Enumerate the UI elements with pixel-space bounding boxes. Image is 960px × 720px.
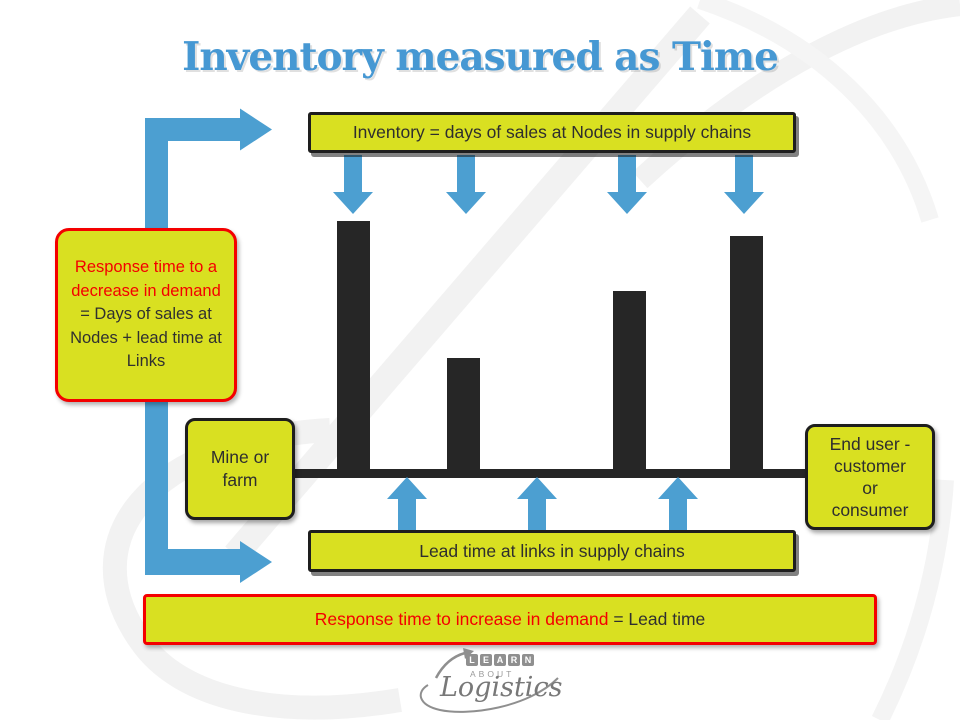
response-decrease-text: Response time to a decrease in demand = … — [66, 256, 226, 373]
response-increase-rest: = Lead time — [608, 609, 706, 629]
inventory-definition-box: Inventory = days of sales at Nodes in su… — [308, 112, 796, 153]
logo-letter-tile: E — [480, 654, 492, 666]
logo-letter-tile: L — [466, 654, 478, 666]
watermark-arc-bottom-right — [871, 479, 954, 720]
inventory-definition-label: Inventory = days of sales at Nodes in su… — [352, 122, 752, 142]
logo-about-label: ABOUT — [470, 669, 515, 679]
lead-time-label: Lead time at links in supply chains — [419, 540, 685, 561]
logo-letter-tile: N — [522, 654, 534, 666]
watermark-arc-top-right — [697, 0, 939, 223]
end-user-node-box: End user - customer or consumer — [805, 424, 935, 530]
watermark-diagonal-stroke — [225, 6, 710, 564]
page-title: Inventory measured as Time — [182, 34, 779, 80]
mine-or-farm-node-box: Mine or farm — [185, 418, 295, 520]
end-user-label: End user - customer or consumer — [829, 433, 911, 521]
response-increase-text: Response time to increase in demand = Le… — [315, 609, 706, 630]
logo-arrow-stroke — [434, 651, 466, 679]
logo-letter-tile: R — [508, 654, 520, 666]
response-decrease-highlight: Response time to a decrease in demand — [71, 258, 221, 300]
logo-swoosh-icon — [419, 648, 559, 713]
logo-letter-tile: A — [494, 654, 506, 666]
logo-arrowhead — [463, 648, 474, 659]
response-decrease-rest: = Days of sales at Nodes + lead time at … — [70, 305, 222, 371]
lead-time-box: Lead time at links in supply chains — [308, 530, 796, 572]
response-increase-box: Response time to increase in demand = Le… — [143, 594, 877, 645]
logo-script-swoosh — [419, 677, 559, 713]
response-decrease-box: Response time to a decrease in demand = … — [55, 228, 237, 402]
response-increase-highlight: Response time to increase in demand — [314, 609, 609, 629]
logo-logistics-label: Logistics — [440, 672, 563, 703]
mine-or-farm-label: Mine or farm — [210, 447, 270, 490]
